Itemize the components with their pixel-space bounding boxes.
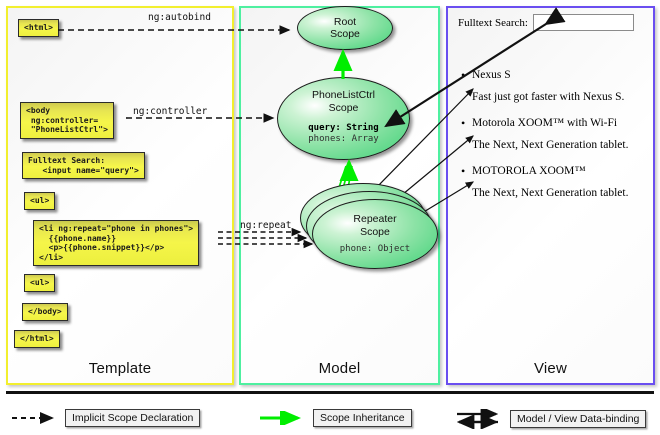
scope-member-query: query: String	[308, 123, 379, 133]
ul-open-box: <ul>	[24, 192, 56, 210]
connector-label-controller: ng:controller	[133, 106, 208, 117]
body-close-box: </body>	[22, 303, 68, 321]
phonelistctrl-scope-members: query: String phones: Array	[308, 123, 378, 145]
legend-label: Model / View Data-binding	[510, 410, 647, 428]
phone-name: Motorola XOOM™ with Wi-Fi	[461, 117, 642, 130]
connector-label-autobind: ng:autobind	[148, 12, 211, 23]
phone-snippet: The Next, Next Generation tablet.	[472, 139, 629, 151]
phonelistctrl-scope: PhoneListCtrl Scope query: String phones…	[277, 77, 410, 160]
html-close-box: </html>	[14, 330, 60, 348]
phonelistctrl-scope-title: PhoneListCtrl Scope	[311, 89, 376, 114]
phone-name: Nexus S	[461, 69, 642, 82]
li-repeat-box: <li ng:repeat="phone in phones"> {{phone…	[33, 220, 200, 266]
connector-label-repeat: ng:repeat	[240, 220, 292, 231]
legend: Implicit Scope Declaration Scope Inherit…	[0, 404, 660, 432]
repeater-scope: Repeater Scope phone: Object	[312, 199, 438, 269]
body-box: <body ng:controller= "PhoneListCtrl">	[20, 102, 114, 139]
green-arrow-icon	[260, 411, 301, 425]
search-input[interactable]	[532, 14, 634, 31]
list-item: MOTOROLA XOOM™ The Next, Next Generation…	[461, 165, 642, 200]
fulltext-search-box: Fulltext Search: <input name="query">	[22, 152, 145, 179]
panel-label-view: View	[533, 360, 568, 377]
phone-snippet: Fast just got faster with Nexus S.	[472, 91, 625, 103]
legend-implicit-scope-declaration: Implicit Scope Declaration	[10, 409, 201, 427]
phone-name: MOTOROLA XOOM™	[461, 165, 642, 178]
repeater-scope-title: Repeater Scope	[353, 213, 397, 238]
legend-label: Scope Inheritance	[313, 409, 412, 427]
dashed-arrow-icon	[12, 412, 54, 424]
repeater-scope-members: phone: Object	[340, 244, 410, 255]
phone-list: Nexus S Fast just got faster with Nexus …	[458, 69, 642, 200]
html-open-box: <html>	[18, 19, 59, 37]
fulltext-search-label: Fulltext Search:	[458, 16, 528, 29]
root-scope-title: Root Scope	[330, 15, 360, 41]
scope-member-phone: phone: Object	[339, 244, 411, 254]
legend-divider	[6, 391, 654, 394]
scope-member-phones: phones: Array	[308, 134, 379, 144]
panel-label-model: Model	[318, 360, 361, 377]
legend-scope-inheritance: Scope Inheritance	[258, 409, 412, 427]
legend-label: Implicit Scope Declaration	[65, 409, 201, 427]
double-arrow-icon	[456, 409, 499, 429]
root-scope: Root Scope	[297, 6, 393, 50]
list-item: Motorola XOOM™ with Wi-Fi The Next, Next…	[461, 117, 642, 152]
view-search-row: Fulltext Search:	[458, 14, 642, 31]
panel-label-template: Template	[88, 360, 152, 377]
phone-snippet: The Next, Next Generation tablet.	[472, 187, 629, 199]
list-item: Nexus S Fast just got faster with Nexus …	[461, 69, 642, 104]
view-content: Fulltext Search: Nexus S Fast just got f…	[458, 14, 642, 229]
ul-close-box: <ul>	[24, 274, 56, 292]
legend-model-view-databinding: Model / View Data-binding	[455, 409, 647, 429]
